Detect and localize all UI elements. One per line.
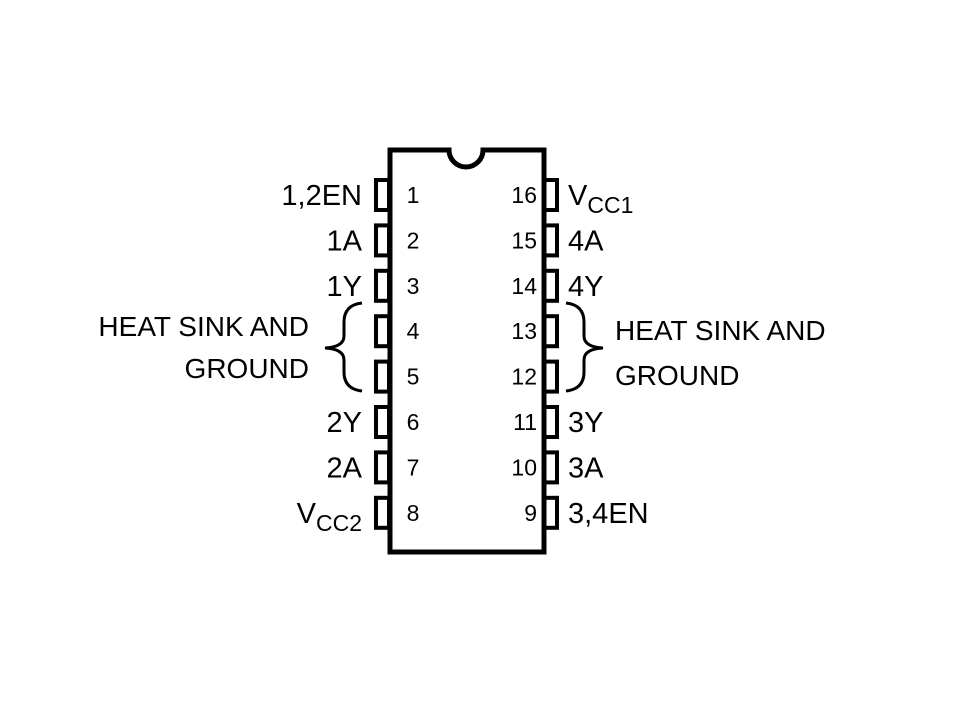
pin-13-number: 13 [511,318,537,344]
pin-5-number: 5 [407,364,420,390]
right-group-label-line2: GROUND [615,360,739,391]
left-brace [324,301,363,393]
pin-14-lead [542,268,559,303]
pin-2-number: 2 [407,227,420,253]
pin-7-lead [374,450,391,485]
pin-16-number: 16 [511,182,537,208]
pin-8-signal-subscript: CC2 [316,510,362,536]
left-group-label-line1: HEAT SINK AND [98,311,309,342]
left-pins: 1 1,2EN 2 1A 3 1Y 4 5 6 2Y 7 2A 8 VCC2 [281,178,420,536]
pin-3-signal-label: 1Y [327,271,362,303]
pin-16-signal-label: VCC1 [568,180,633,218]
pin-9-lead [542,495,559,530]
pin-14-signal-label: 4Y [568,271,603,303]
pin-16-lead [542,178,559,212]
right-group-label-line1: HEAT SINK AND [615,315,826,346]
pin-7-signal-label: 2A [327,452,363,484]
pin-11-lead [542,405,559,439]
pin-1-number: 1 [407,182,420,208]
pin-14-number: 14 [511,273,537,299]
pin-5-lead [374,359,391,394]
pin-10-lead [542,450,559,485]
pin-12-number: 12 [511,364,537,390]
ic-body [387,147,547,555]
pin-1-signal-label: 1,2EN [281,180,362,212]
pin-3-lead [374,268,391,303]
pin-11-number: 11 [513,409,537,435]
pin-4-lead [374,314,391,349]
pin-2-signal-label: 1A [327,225,363,257]
pin-1-lead [374,178,391,212]
pin-8-signal-label: VCC2 [297,498,362,536]
pin-4-number: 4 [407,318,420,344]
pin-11-signal-label: 3Y [568,407,603,439]
pin-15-number: 15 [511,227,537,253]
pin-13-lead [542,314,559,349]
pin-3-number: 3 [407,273,420,299]
pin-15-signal-label: 4A [568,225,604,257]
pin-6-signal-label: 2Y [327,407,362,439]
pin-9-signal-label: 3,4EN [568,498,649,530]
pin-6-lead [374,405,391,439]
pin-12-lead [542,359,559,394]
pin-16-signal-subscript: CC1 [587,192,633,218]
pin-2-lead [374,223,391,258]
pin-7-number: 7 [407,454,420,480]
pin-15-lead [542,223,559,258]
pin-6-number: 6 [407,409,420,435]
pin-8-number: 8 [407,500,420,526]
pin-10-number: 10 [511,454,537,480]
pin-10-signal-label: 3A [568,452,604,484]
pin-8-lead [374,495,391,530]
left-group-label-line2: GROUND [185,353,309,384]
pin-9-number: 9 [524,500,537,526]
right-brace [565,301,604,393]
right-pins: 16 VCC1 15 4A 14 4Y 13 12 11 3Y 10 3A 9 3,4EN [511,178,649,530]
